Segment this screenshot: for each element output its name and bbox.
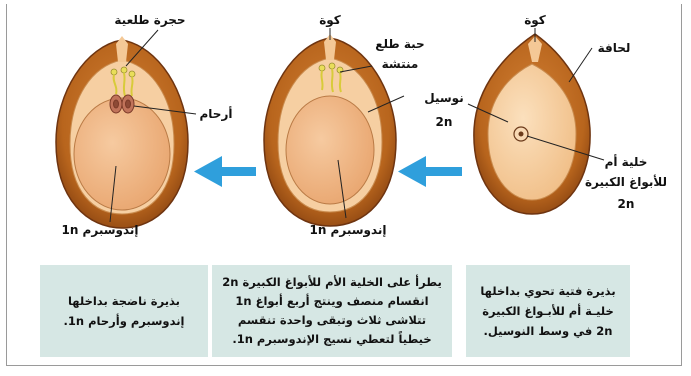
stage1-micropyle-label: كوة (524, 13, 546, 28)
arrow-left-icon (398, 156, 462, 187)
stage3-endosperm-label: إندوسبرم 1n (61, 223, 138, 238)
endosperm (74, 98, 170, 210)
caption-young-ovule: بذيرة فتية تحوي بداخلها خليـة أم للأبـوا… (466, 265, 630, 357)
stage1-nucellus-ploidy: 2n (436, 115, 453, 129)
stage2-endosperm-label: إندوسبرم 1n (309, 223, 386, 238)
stage1-nucellus-label: نوسيل (424, 91, 463, 106)
stage3-pollen-chamber-label: حجرة طلعية (114, 13, 185, 27)
endosperm (286, 96, 374, 204)
caption-mature-ovule: بذيرة ناضجة بداخلها إندوسبرم وأرحام 1n. (40, 265, 208, 357)
stage2-pollen-label-1: حبة طلع (375, 37, 424, 51)
stage2-micropyle-label: كوة (319, 13, 341, 28)
mature-ovule (56, 36, 188, 228)
caption-young-ovule-text: بذيرة فتية تحوي بداخلها خليـة أم للأبـوا… (474, 281, 622, 341)
developing-ovule (264, 34, 396, 226)
stage1-cell-label-3: 2n (618, 197, 635, 211)
stage2-pollen-label-2: منتشة (382, 57, 419, 71)
megaspore-mother-cell-nucleus (519, 132, 524, 137)
stage1-cell-label-1: خلية أم (605, 154, 648, 170)
stage1-cell-label-2: للأبواغ الكبيرة (585, 174, 667, 190)
caption-developing-ovule-text: يطرأ على الخلية الأم للأبواغ الكبيرة 2n … (220, 273, 444, 349)
micropyle-opening (116, 36, 128, 62)
young-ovule (474, 34, 590, 214)
stage1-integument-label: لحافة (598, 41, 631, 55)
stage3-archegonia-label: أرحام (200, 106, 233, 122)
caption-developing-ovule: يطرأ على الخلية الأم للأبواغ الكبيرة 2n … (212, 265, 452, 357)
arrow-left-icon (194, 156, 256, 187)
caption-mature-ovule-text: بذيرة ناضجة بداخلها إندوسبرم وأرحام 1n. (48, 291, 200, 331)
